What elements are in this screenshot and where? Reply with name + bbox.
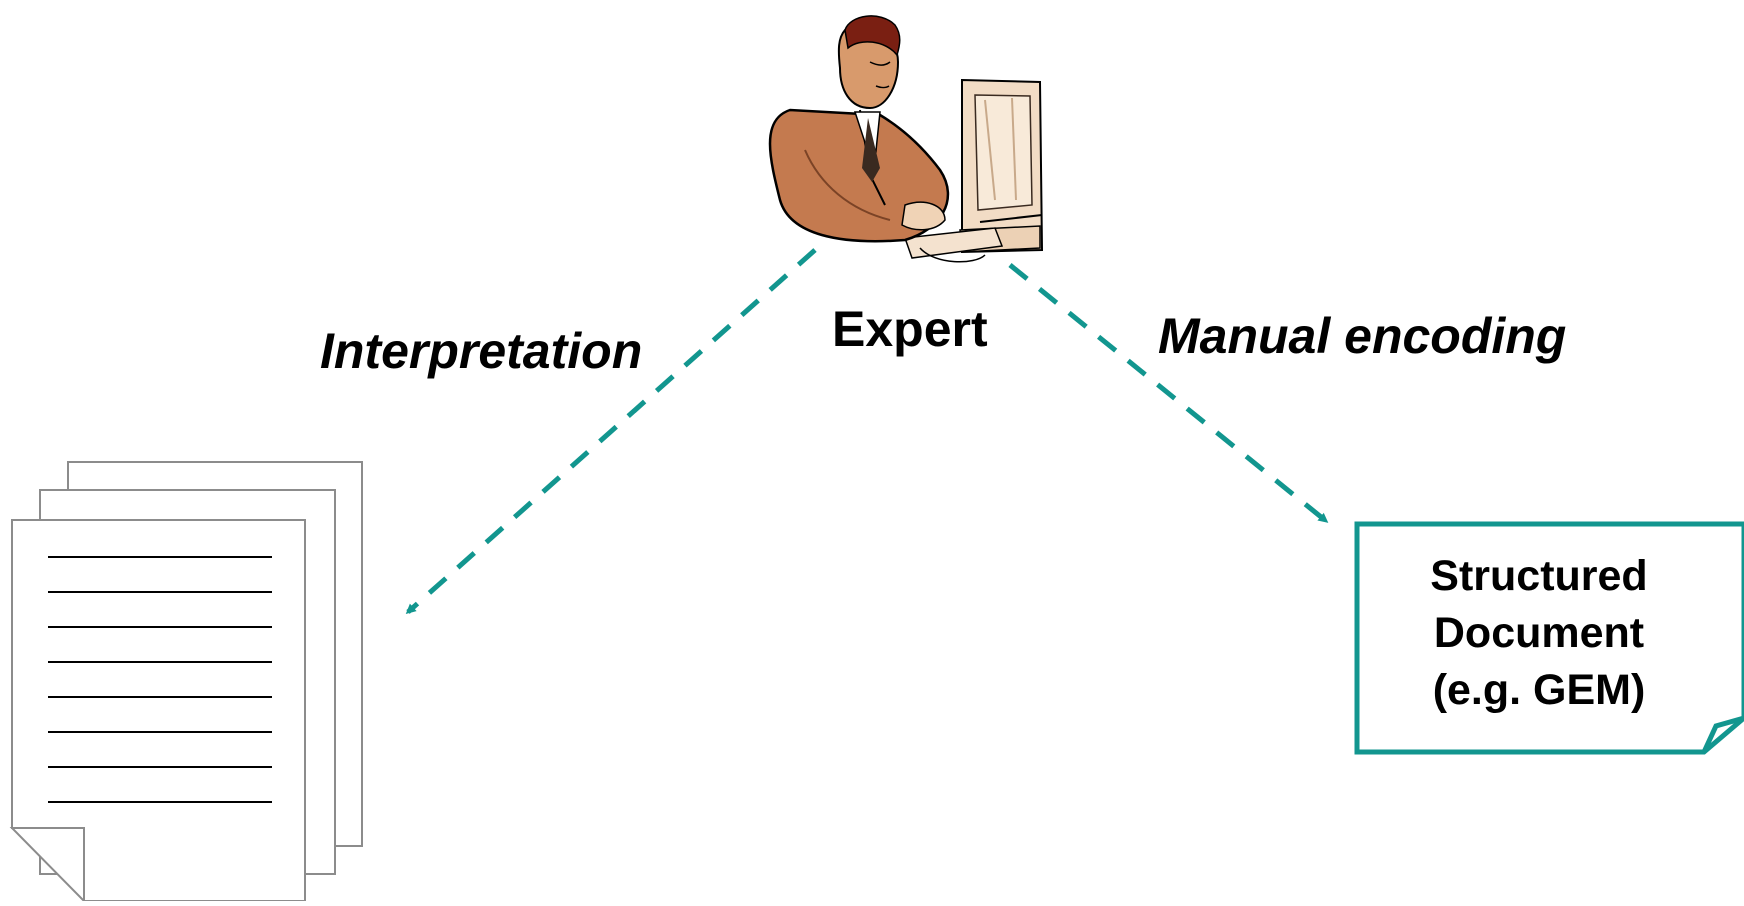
manual-encoding-label: Manual encoding <box>1158 308 1567 364</box>
manual-encoding-arrow <box>1008 263 1329 523</box>
structured-document-line3: (e.g. GEM) <box>1432 666 1646 714</box>
interpretation-label: Interpretation <box>320 323 643 379</box>
structured-document-line2: Document <box>1433 609 1645 657</box>
expert-at-computer-icon <box>768 15 1044 263</box>
expert-label: Expert <box>832 301 988 357</box>
interpretation-arrow <box>405 248 817 614</box>
text-pages-stack-icon <box>9 461 363 904</box>
structured-document-text: Structured Document (e.g. GEM) <box>1372 548 1706 719</box>
structured-document-line1: Structured <box>1430 552 1648 600</box>
structured-document-box <box>1354 521 1744 755</box>
